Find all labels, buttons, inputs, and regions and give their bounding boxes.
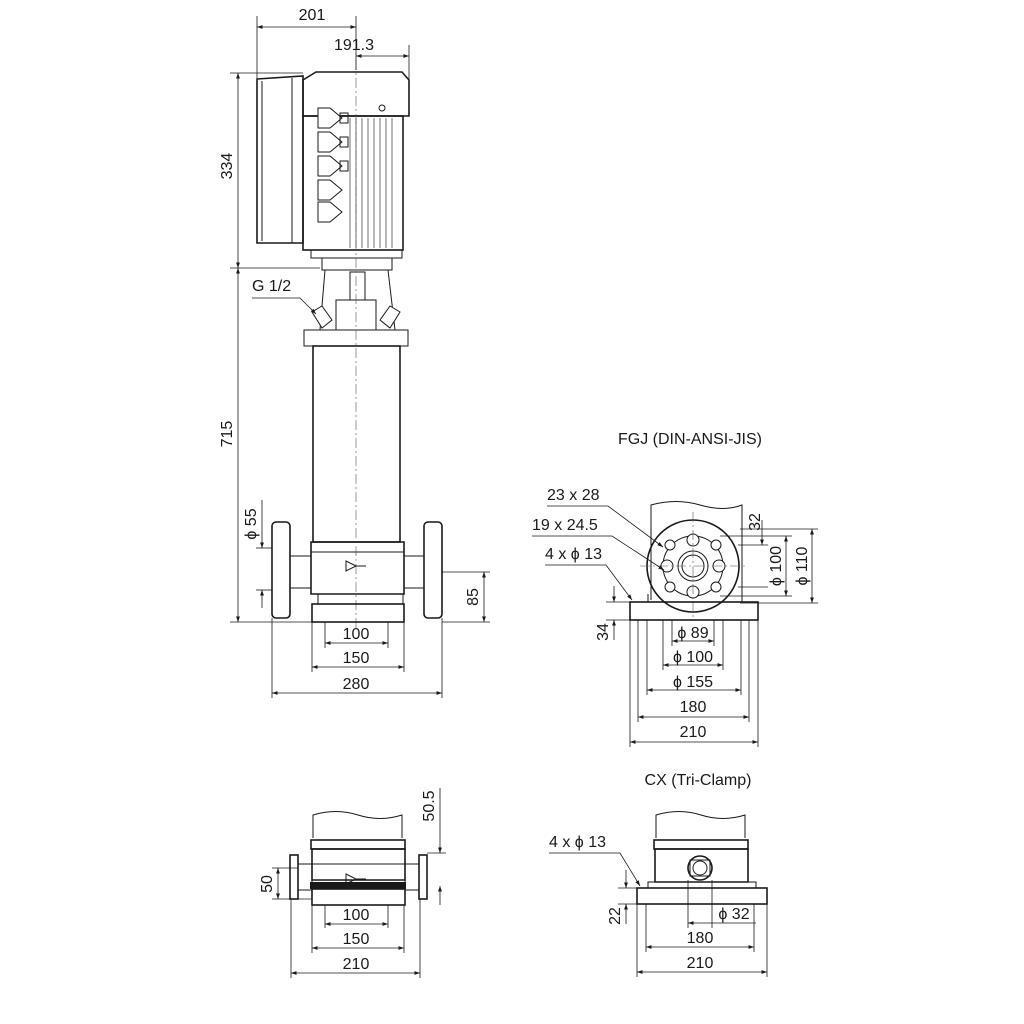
dim-715: 715 <box>219 421 236 448</box>
dim-34: 34 <box>595 623 612 641</box>
cx-front-view <box>289 811 428 906</box>
title-cx: CX (Tri-Clamp) <box>645 772 752 789</box>
label-g-1-2: G 1/2 <box>252 278 291 295</box>
dim-32: 32 <box>747 513 764 531</box>
dim-85: 85 <box>465 588 482 606</box>
dim-150-cx: 150 <box>343 931 370 948</box>
dim-280: 280 <box>343 676 370 693</box>
dim-phi-110: ϕ 110 <box>794 546 811 585</box>
dim-334: 334 <box>219 153 236 180</box>
cx-side-view <box>636 811 768 905</box>
dim-100: 100 <box>343 626 370 643</box>
dim-phi-100-v: ϕ 100 <box>768 546 785 586</box>
main-dimensions: 201 191.3 334 715 G 1/2 ϕ 55 85 <box>219 7 490 698</box>
dim-201: 201 <box>299 7 326 24</box>
dim-50-5: 50.5 <box>421 790 438 821</box>
dim-phi-32: ϕ 32 <box>718 906 749 923</box>
dim-191-3: 191.3 <box>334 37 374 54</box>
label-19x24-5: 19 x 24.5 <box>532 517 598 534</box>
fgj-dimensions: 23 x 28 19 x 24.5 4 x ϕ 13 32 ϕ 100 ϕ 11… <box>532 487 818 747</box>
label-23x28: 23 x 28 <box>547 487 600 504</box>
label-4x13-cx: 4 x ϕ 13 <box>549 834 606 851</box>
dim-phi-55: ϕ 55 <box>243 508 260 539</box>
dim-phi-100-h: ϕ 100 <box>673 649 713 666</box>
label-4x13: 4 x ϕ 13 <box>545 546 602 563</box>
dim-180-cx: 180 <box>687 930 714 947</box>
title-fgj: FGJ (DIN-ANSI-JIS) <box>618 431 762 448</box>
dim-180-fgj: 180 <box>680 699 707 716</box>
dim-phi-89: ϕ 89 <box>677 625 708 642</box>
dim-210-cx2: 210 <box>687 955 714 972</box>
dim-150: 150 <box>343 650 370 667</box>
dim-210-cx: 210 <box>343 956 370 973</box>
dim-phi-155: ϕ 155 <box>673 674 713 691</box>
dim-22: 22 <box>607 907 624 925</box>
pump-front-view <box>256 60 443 630</box>
cable-glands <box>317 107 349 223</box>
dim-50: 50 <box>259 875 276 893</box>
dim-100-cx: 100 <box>343 907 370 924</box>
cx-side-dimensions: 4 x ϕ 13 22 ϕ 32 180 210 <box>549 834 768 977</box>
cx-front-dimensions: 50.5 50 100 150 210 <box>259 788 446 978</box>
dim-210-fgj: 210 <box>680 724 707 741</box>
fgj-flange-view <box>629 501 759 621</box>
